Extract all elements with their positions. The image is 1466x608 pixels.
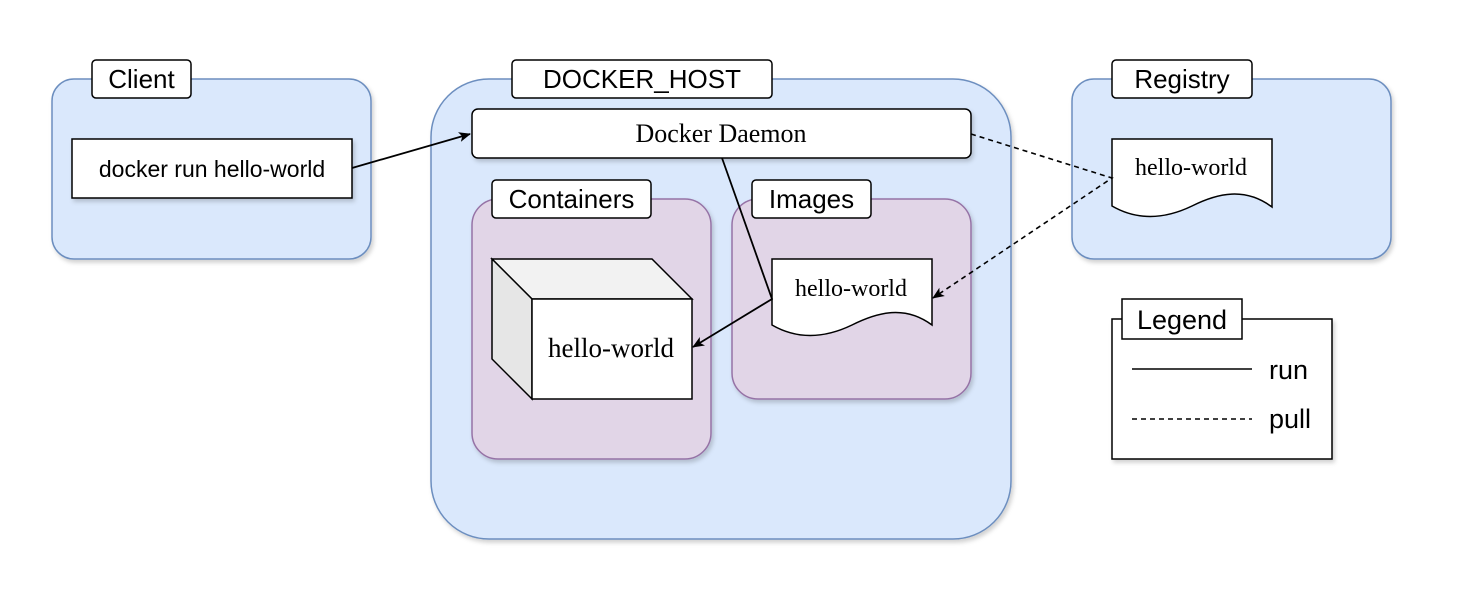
command-text: docker run hello-world bbox=[99, 156, 325, 182]
containers-label-tab: Containers bbox=[491, 179, 652, 219]
docker-host-label: DOCKER_HOST bbox=[543, 64, 741, 94]
legend-pull-label: pull bbox=[1269, 404, 1311, 434]
images-group: Images hello-world bbox=[731, 179, 972, 400]
docker-host-group: DOCKER_HOST Containers hello-world Image… bbox=[430, 59, 1012, 540]
legend-title-tab: Legend bbox=[1121, 298, 1243, 340]
registry-document: hello-world bbox=[1111, 138, 1273, 218]
legend-entry-run: run bbox=[1132, 355, 1308, 385]
command-box: docker run hello-world bbox=[71, 138, 353, 199]
containers-label: Containers bbox=[509, 184, 635, 214]
docker-daemon-label: Docker Daemon bbox=[635, 119, 806, 148]
registry-group: Registry hello-world bbox=[1071, 59, 1392, 260]
client-label-tab: Client bbox=[91, 59, 192, 99]
registry-item-label: hello-world bbox=[1135, 155, 1247, 181]
legend-entry-pull: pull bbox=[1132, 404, 1311, 434]
container-cube: hello-world bbox=[490, 257, 694, 401]
docker-host-label-tab: DOCKER_HOST bbox=[511, 59, 773, 99]
client-label: Client bbox=[108, 64, 175, 94]
legend: Legend run pull bbox=[1111, 298, 1333, 460]
images-label-tab: Images bbox=[751, 179, 872, 219]
client-group: Client docker run hello-world bbox=[51, 59, 372, 260]
image-item-label: hello-world bbox=[795, 276, 907, 302]
containers-group: Containers hello-world bbox=[471, 179, 712, 460]
run-arrow-daemon-to-container bbox=[692, 157, 774, 348]
connectors bbox=[351, 132, 1114, 348]
image-document: hello-world bbox=[771, 258, 933, 337]
registry-label: Registry bbox=[1134, 64, 1229, 94]
registry-label-tab: Registry bbox=[1111, 59, 1253, 99]
pull-arrow-registry-to-image bbox=[932, 133, 1114, 299]
run-arrow-client-to-daemon bbox=[351, 132, 471, 169]
images-label: Images bbox=[769, 184, 854, 214]
legend-title: Legend bbox=[1137, 305, 1227, 335]
docker-daemon-box: Docker Daemon bbox=[471, 108, 972, 159]
legend-run-label: run bbox=[1269, 355, 1308, 385]
container-item-label: hello-world bbox=[548, 333, 674, 363]
